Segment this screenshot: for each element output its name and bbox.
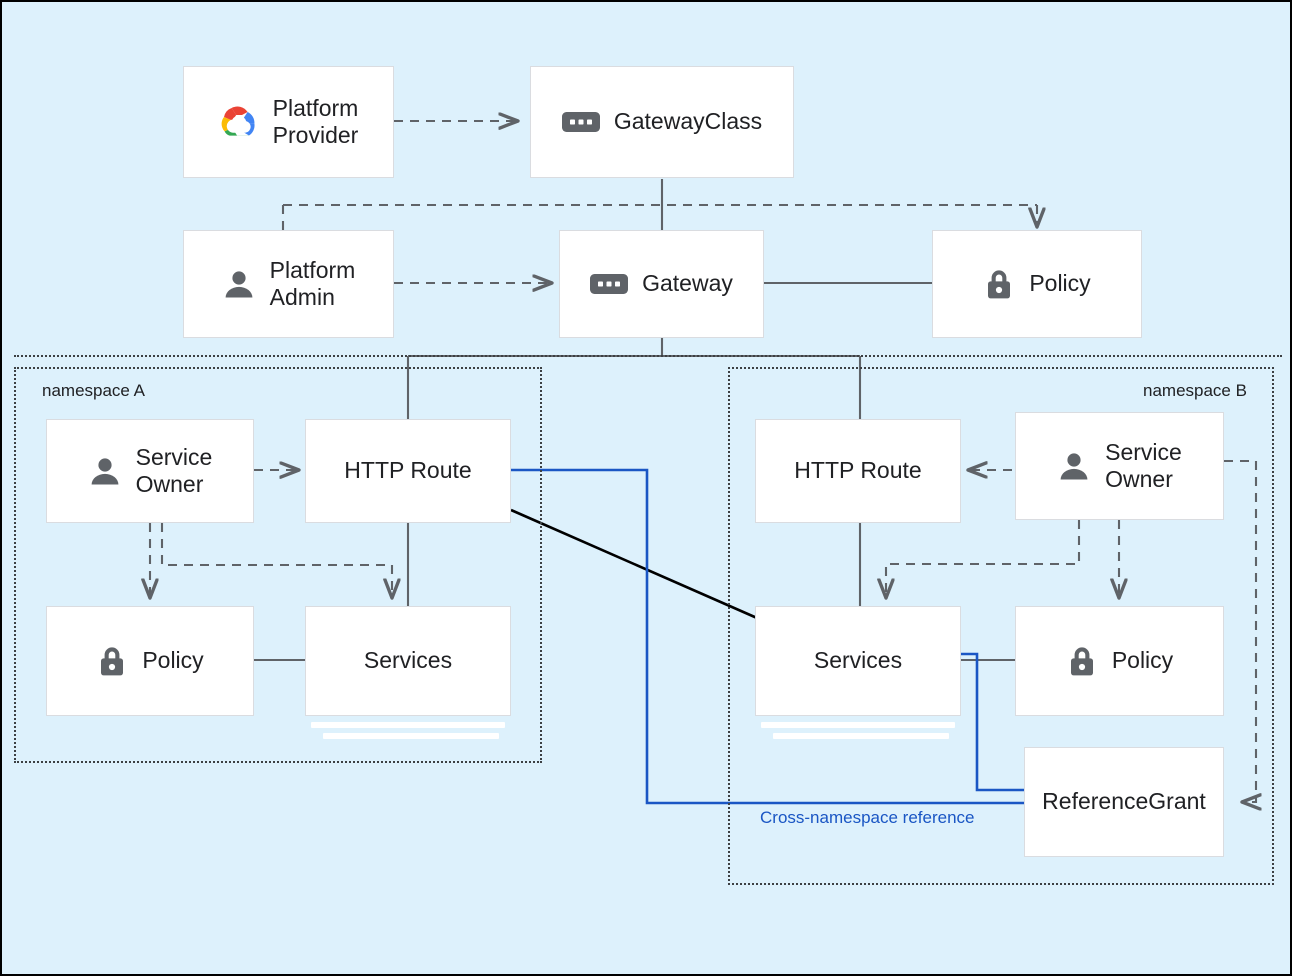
node-label: Services	[813, 647, 903, 674]
node-services-b[interactable]: Services	[755, 606, 961, 716]
node-http-route-b[interactable]: HTTP Route	[755, 419, 961, 523]
node-label: Platform Provider	[272, 94, 359, 148]
services-a-stack	[305, 716, 511, 739]
node-reference-grant[interactable]: ReferenceGrant	[1024, 747, 1224, 857]
lock-icon	[101, 647, 124, 676]
node-services-a[interactable]: Services	[305, 606, 511, 716]
node-label: Service Owner	[135, 443, 213, 497]
node-label: HTTP Route	[344, 457, 472, 484]
node-policy-top[interactable]: Policy	[932, 230, 1142, 338]
node-service-owner-b[interactable]: Service Owner	[1015, 412, 1224, 520]
node-policy-a[interactable]: Policy	[46, 606, 254, 716]
node-gateway[interactable]: Gateway	[559, 230, 764, 338]
node-label: GatewayClass	[613, 108, 763, 135]
namespace-b-label: namespace B	[1143, 381, 1247, 400]
namespace-outer-boundary	[14, 355, 1282, 357]
node-label: Service Owner	[1105, 438, 1182, 492]
node-platform-provider[interactable]: Platform Provider	[183, 66, 394, 178]
gateway-icon	[590, 274, 629, 294]
cross-namespace-reference-label: Cross-namespace reference	[760, 808, 975, 827]
google-cloud-icon	[221, 106, 255, 136]
node-label: Policy	[1029, 270, 1091, 297]
person-icon	[225, 271, 253, 298]
person-icon	[91, 458, 119, 485]
node-label: Policy	[1111, 647, 1174, 674]
cross-namespace-route-link	[510, 508, 758, 620]
node-service-owner-a[interactable]: Service Owner	[46, 419, 254, 523]
node-label: Policy	[142, 647, 204, 674]
person-icon	[1060, 453, 1088, 480]
node-label: HTTP Route	[794, 457, 922, 484]
lock-icon	[1070, 647, 1093, 676]
node-label: Services	[363, 647, 453, 674]
node-platform-admin[interactable]: Platform Admin	[183, 230, 394, 338]
node-gateway-class[interactable]: GatewayClass	[530, 66, 794, 178]
gateway-icon	[561, 112, 600, 132]
node-label: Platform Admin	[269, 256, 356, 310]
node-policy-b[interactable]: Policy	[1015, 606, 1224, 716]
node-http-route-a[interactable]: HTTP Route	[305, 419, 511, 523]
services-b-stack	[755, 716, 961, 739]
node-label: Gateway	[642, 270, 733, 297]
node-label: ReferenceGrant	[1042, 788, 1206, 815]
lock-icon	[988, 270, 1011, 299]
namespace-a-label: namespace A	[42, 381, 146, 400]
